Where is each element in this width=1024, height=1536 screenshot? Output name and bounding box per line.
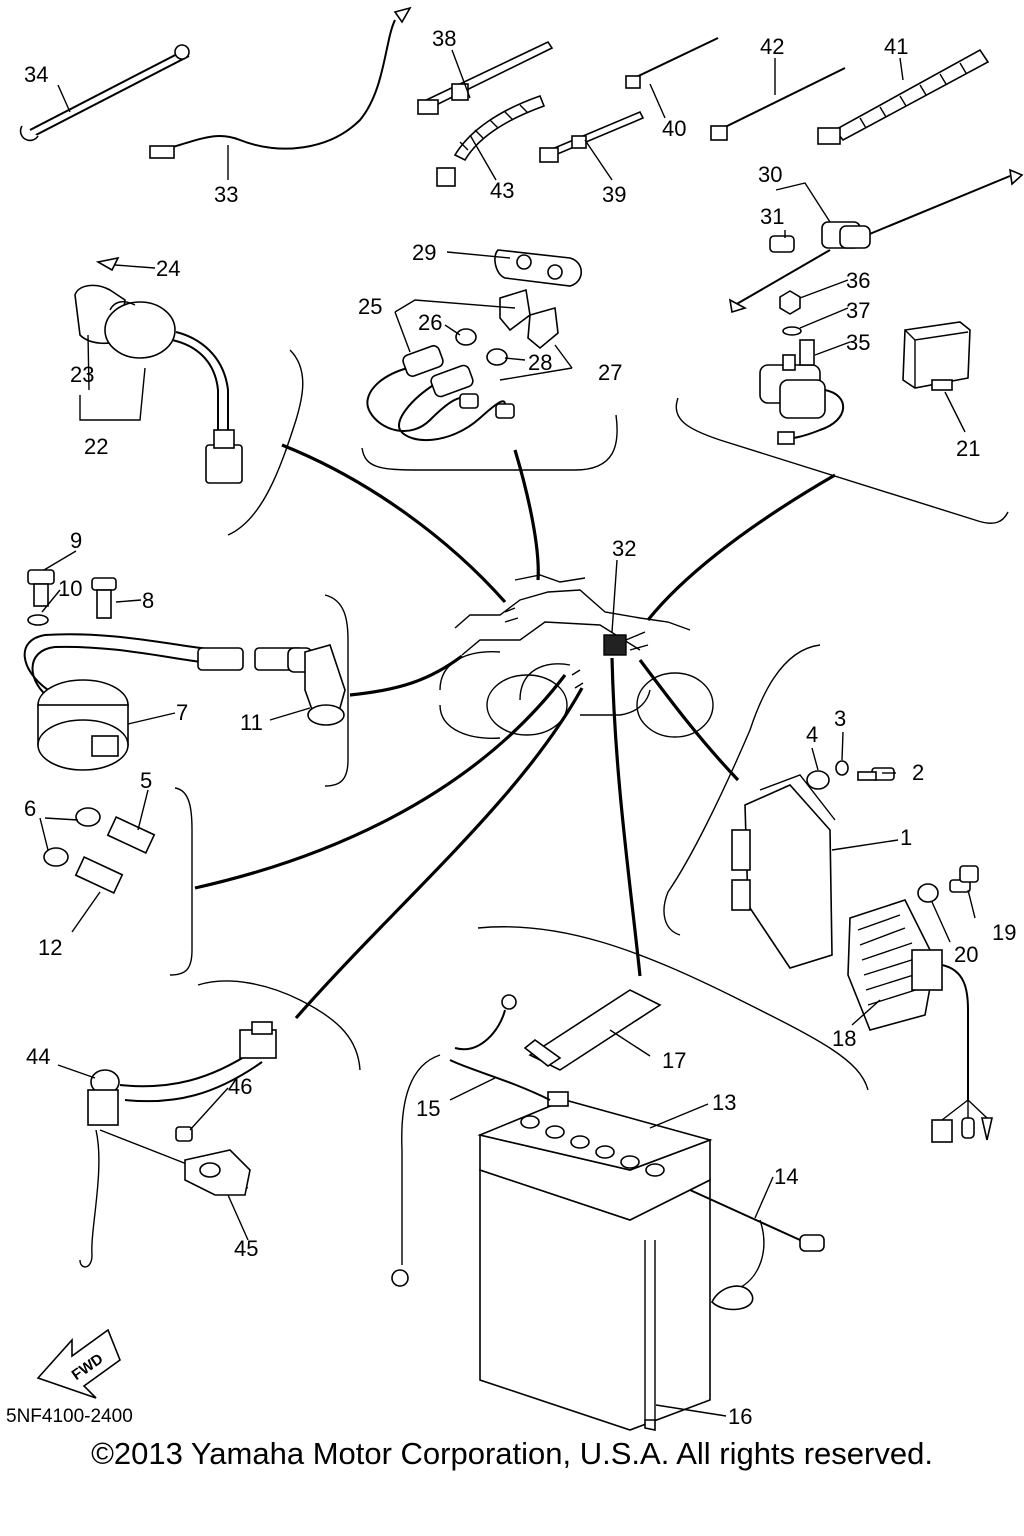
label-29: 29 (412, 240, 436, 265)
part-15-negative-lead (391, 994, 551, 1287)
fwd-arrow-icon: FWD (36, 1328, 121, 1399)
label-3: 3 (834, 706, 846, 731)
group-leaders (194, 443, 836, 1020)
label-42: 42 (760, 34, 784, 59)
diagram-code: 5NF4100-2400 (6, 1406, 133, 1427)
label-13: 13 (712, 1090, 736, 1115)
label-1: 1 (900, 825, 912, 850)
part-41-band (817, 48, 990, 145)
part-1-cdi-unit (731, 760, 895, 969)
part-labels: 34 33 38 40 42 41 43 39 30 31 29 24 25 2… (6, 26, 1016, 1429)
label-14: 14 (774, 1164, 798, 1189)
part-43-band (436, 94, 546, 187)
label-9: 9 (70, 528, 82, 553)
label-22: 22 (84, 434, 108, 459)
label-45: 45 (234, 1236, 258, 1261)
label-18: 18 (832, 1026, 856, 1051)
junction-block (603, 634, 627, 656)
label-19: 19 (992, 920, 1016, 945)
label-36: 36 (846, 268, 870, 293)
label-leaders (39, 49, 976, 1417)
label-15: 15 (416, 1096, 440, 1121)
part-16-breather-pipe (644, 1240, 656, 1431)
part-40-tie (625, 37, 719, 89)
label-38: 38 (432, 26, 456, 51)
label-30: 30 (758, 162, 782, 187)
label-46: 46 (228, 1074, 252, 1099)
part-13-battery (477, 1091, 713, 1431)
part-34-ground-lead (19, 44, 190, 142)
label-6: 6 (24, 796, 36, 821)
label-23: 23 (70, 362, 94, 387)
part-39-tie (539, 110, 645, 163)
label-16: 16 (728, 1404, 752, 1429)
label-26: 26 (418, 310, 442, 335)
parts-5-6-12-switches (43, 807, 156, 895)
label-35: 35 (846, 330, 870, 355)
label-25: 25 (358, 294, 382, 319)
label-21: 21 (956, 436, 980, 461)
label-33: 33 (214, 182, 238, 207)
label-40: 40 (662, 116, 686, 141)
part-30-fuse-holder (728, 168, 1024, 314)
part-35-starter-relay (759, 290, 845, 445)
label-17: 17 (662, 1048, 686, 1073)
copyright-notice: ©2013 Yamaha Motor Corporation, U.S.A. A… (91, 1436, 933, 1471)
label-2: 2 (912, 760, 924, 785)
label-31: 31 (760, 204, 784, 229)
label-4: 4 (806, 722, 818, 747)
label-20: 20 (954, 942, 978, 967)
label-10: 10 (58, 576, 82, 601)
part-44-switch-assy (79, 1021, 277, 1268)
vehicle-outline (439, 574, 714, 739)
label-27: 27 (598, 360, 622, 385)
label-32: 32 (612, 536, 636, 561)
part-14-positive-lead (689, 1189, 825, 1311)
part-25-spark-leads (366, 288, 559, 442)
part-33-wire-lead (149, 6, 412, 159)
label-7: 7 (176, 700, 188, 725)
label-37: 37 (846, 298, 870, 323)
label-8: 8 (142, 588, 154, 613)
label-12: 12 (38, 935, 62, 960)
label-44: 44 (26, 1044, 50, 1069)
part-42-tie (710, 67, 846, 141)
part-17-battery-band (523, 989, 662, 1071)
group-brackets (169, 349, 1009, 1091)
label-5: 5 (140, 768, 152, 793)
label-11: 11 (240, 710, 263, 735)
label-41: 41 (884, 34, 908, 59)
part-18-rectifier-regulator (847, 865, 994, 1143)
part-7-ignition-coil (23, 633, 346, 771)
label-24: 24 (156, 256, 180, 281)
label-39: 39 (602, 182, 626, 207)
part-21-relay-unit (902, 321, 971, 391)
part-22-main-switch (74, 256, 243, 484)
label-34: 34 (24, 62, 48, 87)
part-29-bracket (494, 249, 583, 287)
parts-8-9-10-bolts (27, 569, 117, 626)
label-43: 43 (490, 178, 514, 203)
label-28: 28 (528, 350, 552, 375)
